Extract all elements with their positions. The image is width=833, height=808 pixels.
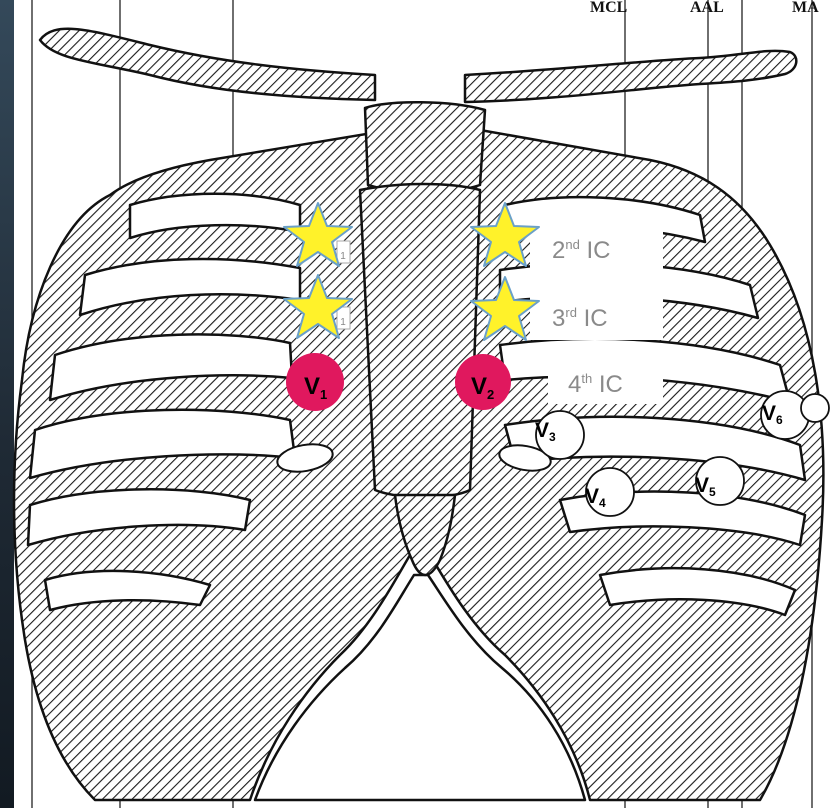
ic-label-3: 3rd IC — [552, 305, 608, 332]
tag-label-2: 1 — [340, 317, 346, 328]
electrode-v1: V1 — [286, 353, 344, 411]
electrode-partial — [801, 394, 829, 422]
top-label-mcl: MCL — [590, 0, 627, 16]
sternum-body — [360, 184, 480, 498]
intercostal-labels: 2nd IC 3rd IC 4th IC — [530, 225, 663, 404]
top-label-ma: MA — [792, 0, 819, 16]
tag-label-1: 1 — [340, 251, 346, 262]
electrode-v2: V2 — [455, 354, 511, 410]
sternum-manubrium — [365, 102, 485, 192]
top-label-aal: AAL — [690, 0, 724, 16]
ic-label-2: 2nd IC — [552, 237, 611, 264]
ic-label-4: 4th IC — [568, 371, 623, 398]
